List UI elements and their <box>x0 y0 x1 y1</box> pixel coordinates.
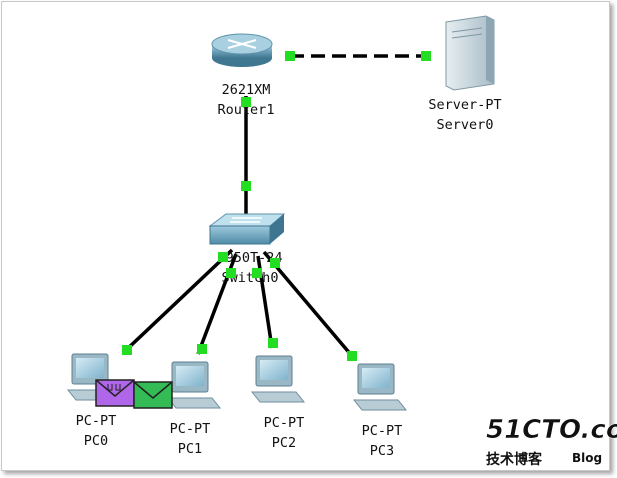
pc1[interactable] <box>166 361 222 409</box>
port-light-pc3 <box>347 351 357 361</box>
pc1-name-label: PC1 <box>178 441 202 457</box>
port-light-switch0-pc0 <box>218 252 228 262</box>
server0-name-label: Server0 <box>437 117 494 133</box>
port-light-pc2 <box>268 338 278 348</box>
port-light-router1-server0 <box>285 51 295 61</box>
pc2-name-label: PC2 <box>272 435 296 451</box>
pc0-model-label: PC-PT <box>76 413 117 429</box>
router-arrows-icon <box>227 39 257 49</box>
watermark-subtitle: 技术博客 <box>486 451 543 468</box>
port-light-switch0-pc1 <box>226 268 236 278</box>
port-light-pc0 <box>122 345 132 355</box>
port-light-switch0-router1 <box>241 181 251 191</box>
port-light-switch0-pc3 <box>270 258 280 268</box>
links <box>122 54 426 358</box>
port-indicators <box>122 51 431 361</box>
server0[interactable] <box>445 15 495 91</box>
watermark-blog: Blog <box>572 451 602 465</box>
pc3-model-label: PC-PT <box>362 423 403 439</box>
pc3-name-label: PC3 <box>370 443 394 459</box>
router1-name-label: Router1 <box>218 102 275 118</box>
pc0-name-label: PC0 <box>84 433 108 449</box>
port-light-switch0-pc2 <box>252 268 262 278</box>
pc2[interactable] <box>250 355 306 403</box>
pdu-envelope-purple-icon[interactable] <box>95 379 135 407</box>
switch0[interactable] <box>208 213 286 245</box>
pc1-model-label: PC-PT <box>170 421 211 437</box>
watermark-site: 51CTO.com <box>486 415 617 445</box>
switch-arrows-icon <box>230 217 262 223</box>
watermark: 51CTO.com 技术博客 Blog <box>486 415 617 468</box>
port-light-server0-router1 <box>421 51 431 61</box>
pdu-envelope-green-icon[interactable] <box>133 381 173 409</box>
link-switch0-pc0[interactable] <box>122 248 234 354</box>
server0-model-label: Server-PT <box>428 97 501 113</box>
router1-model-label: 2621XM <box>222 82 271 98</box>
switch0-model-label: 2950T-24 <box>217 250 282 266</box>
link-switch0-pc3[interactable] <box>262 250 354 358</box>
port-light-router1-switch0 <box>241 97 251 107</box>
port-light-pc1 <box>197 344 207 354</box>
pc3[interactable] <box>352 363 408 411</box>
router1[interactable] <box>211 33 273 67</box>
pc2-model-label: PC-PT <box>264 415 305 431</box>
